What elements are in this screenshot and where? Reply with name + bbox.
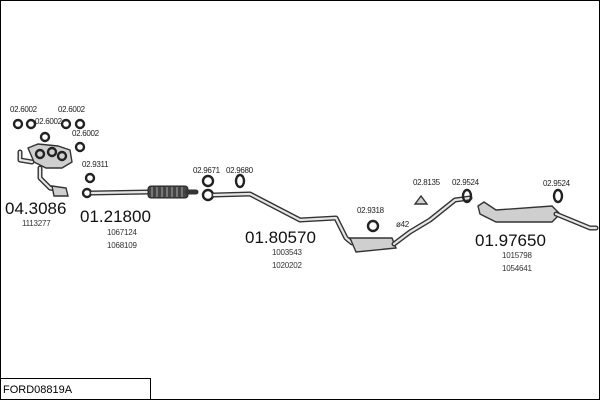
part-number-label: 02.9311 (82, 160, 109, 169)
oe-reference: 1067124 (107, 228, 137, 237)
oe-reference: 1020202 (272, 261, 302, 270)
centre-silencer (348, 237, 397, 253)
oe-reference: 1015798 (502, 251, 532, 260)
rear-silencer (477, 201, 599, 231)
gasket-ring-icon (12, 118, 24, 130)
part-number-label: 02.9671 (193, 166, 221, 175)
group-main-number: 01.21800 (80, 207, 151, 226)
part-number-label: 02.8135 (413, 178, 441, 187)
part-number-label: 02.9524 (452, 178, 480, 187)
part-number-label: 02.6002 (72, 129, 100, 138)
gasket-ring-icon (60, 118, 72, 130)
clamp-set-2 (366, 188, 564, 233)
clamp-set-1 (201, 173, 246, 189)
gasket-ring-icon (74, 141, 86, 153)
gasket-ring-icon (84, 172, 96, 184)
oe-reference: 1068109 (107, 241, 137, 250)
rear-silencer-body (477, 201, 561, 223)
group-main-number: 04.3086 (5, 199, 66, 218)
part-number-label: 02.6002 (35, 117, 63, 126)
exhaust-manifold-catalyst (17, 143, 73, 197)
gasket-set (12, 118, 96, 184)
front-pipe (81, 185, 199, 199)
oe-reference: 1054641 (502, 264, 532, 273)
hanger-icon (552, 188, 564, 204)
hanger-bracket-icon (413, 194, 429, 205)
clamp-ring-icon (201, 174, 215, 188)
part-number-label: 02.9680 (226, 166, 254, 175)
group-main-number: 01.97650 (475, 231, 546, 250)
part-number-label: 02.6002 (10, 105, 38, 114)
part-number-label: 02.6002 (58, 105, 86, 114)
hanger-icon (234, 173, 246, 189)
gasket-ring-icon (25, 118, 37, 130)
diagram-code: FORD08819A (3, 384, 73, 396)
gasket-ring-icon (74, 118, 86, 130)
intermediate-pipe (201, 188, 473, 253)
part-number-label: 02.9524 (543, 179, 571, 188)
oe-reference: 1003543 (272, 248, 302, 257)
pipe-diameter-label: ø42 (396, 220, 410, 229)
hanger-icon (461, 188, 473, 204)
gasket-ring-icon (39, 131, 51, 143)
oe-reference: 1113277 (22, 219, 51, 228)
group-main-number: 01.80570 (245, 228, 316, 247)
part-number-label: 02.9318 (357, 206, 385, 215)
clamp-ring-icon (366, 219, 380, 233)
